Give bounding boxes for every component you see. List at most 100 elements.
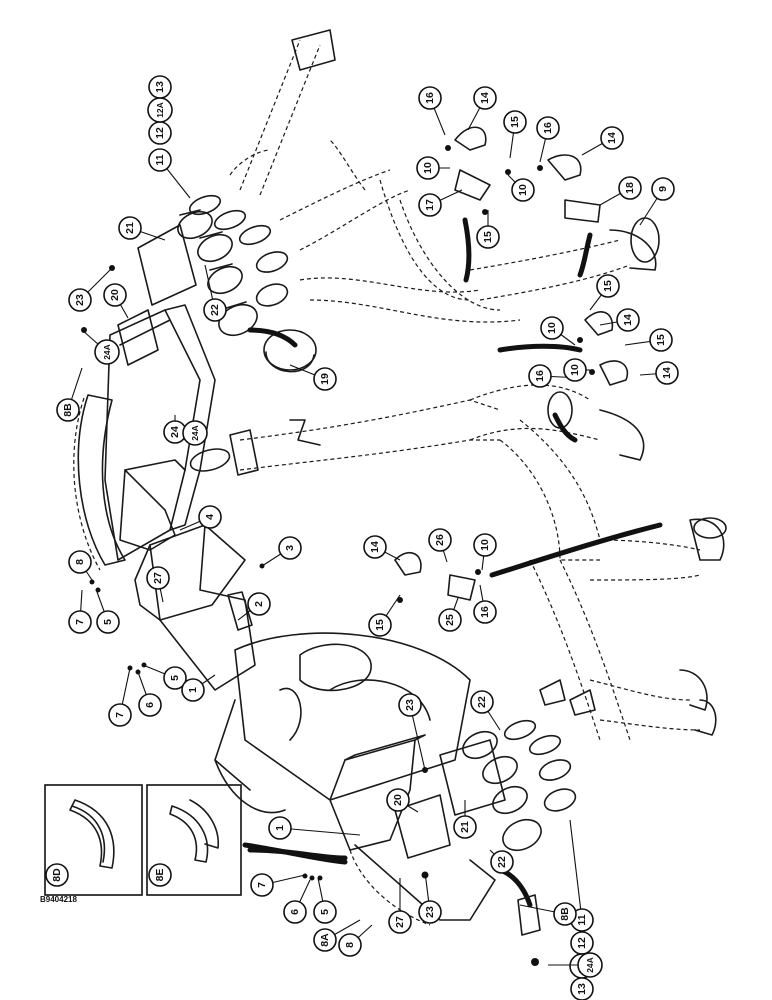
callout-label: 21 <box>459 821 471 833</box>
callout-c-7-bot: 7 <box>250 873 274 897</box>
callout-label: 2 <box>253 601 265 607</box>
callout-circle <box>511 178 535 202</box>
callout-c-3: 3 <box>278 536 302 560</box>
callout-label: 22 <box>476 696 488 708</box>
callout-c-15-tr3: 15 <box>476 225 500 249</box>
callout-label: 24A <box>190 425 200 441</box>
callout-circle <box>416 156 440 180</box>
callout-circle <box>596 274 620 298</box>
callout-label: 14 <box>369 541 381 553</box>
callout-label: 21 <box>124 222 136 234</box>
callout-circle <box>655 361 679 385</box>
callout-circle <box>278 536 302 560</box>
callout-circle <box>68 288 92 312</box>
callout-circle <box>68 550 92 574</box>
callout-circle <box>103 283 127 307</box>
callout-circle <box>473 533 497 557</box>
callout-c-9: 9 <box>651 177 675 201</box>
callout-c-10-r2: 10 <box>563 358 587 382</box>
callout-label: 10 <box>422 162 434 174</box>
callout-c-6-mid: 6 <box>138 693 162 717</box>
callout-circle <box>68 610 92 634</box>
callout-c-27-bot: 27 <box>388 910 412 934</box>
callout-label: 22 <box>209 304 221 316</box>
callout-label: 14 <box>661 367 673 379</box>
callout-circle <box>398 693 422 717</box>
callout-circle <box>618 176 642 200</box>
callout-circle <box>418 900 442 924</box>
callout-label: 10 <box>479 539 491 551</box>
callout-c-10-mid: 10 <box>473 533 497 557</box>
callout-label: 5 <box>102 619 114 625</box>
callout-c-22-bot2: 22 <box>490 850 514 874</box>
callout-circle <box>138 693 162 717</box>
callout-c-13-bot: 13 <box>570 977 594 1000</box>
callout-label: 8 <box>74 559 86 565</box>
callout-label: 10 <box>517 184 529 196</box>
callout-c-1-bot: 1 <box>268 816 292 840</box>
callout-circle <box>118 216 142 240</box>
callout-circle <box>386 788 410 812</box>
callout-circle <box>146 566 170 590</box>
callout-circle <box>203 298 227 322</box>
callout-label: 12 <box>576 937 588 949</box>
callout-c-24a-bot: 24A <box>577 952 603 978</box>
callout-label: 20 <box>109 289 121 301</box>
callout-circle <box>418 86 442 110</box>
callout-c-12-bot: 12 <box>570 931 594 955</box>
callout-circle <box>438 608 462 632</box>
callout-label: 11 <box>576 914 588 925</box>
callout-c-6-bot: 6 <box>283 900 307 924</box>
callout-label: 4 <box>204 514 216 520</box>
callout-label: 14 <box>622 314 634 326</box>
callout-c-24a-top: 24A <box>94 339 120 365</box>
callout-c-15-tr1: 15 <box>503 110 527 134</box>
callout-label: 27 <box>152 572 164 584</box>
callout-label: 19 <box>319 373 331 385</box>
callout-label: 25 <box>444 614 456 626</box>
callout-c-19: 19 <box>313 367 337 391</box>
callout-label: 8 <box>344 942 356 948</box>
callout-label: 15 <box>655 334 667 346</box>
callout-c-5-mid: 5 <box>163 666 187 690</box>
callout-label: 15 <box>374 619 386 631</box>
callout-circle <box>473 600 497 624</box>
callout-circle <box>490 850 514 874</box>
callout-c-23-bot: 23 <box>418 900 442 924</box>
callout-circle <box>96 610 120 634</box>
figure-id: B9404218 <box>40 895 77 904</box>
callout-label: 20 <box>392 794 404 806</box>
callout-label: 9 <box>657 186 669 192</box>
callout-c-14-tr1: 14 <box>473 86 497 110</box>
callout-label: 23 <box>74 294 86 306</box>
callout-circle <box>198 505 222 529</box>
callout-c-16-tr1: 16 <box>418 86 442 110</box>
callout-c-8d: 8D <box>45 863 69 887</box>
callout-circle <box>503 110 527 134</box>
callout-c-10-tr2: 10 <box>511 178 535 202</box>
callout-label: 8B <box>62 403 74 417</box>
callout-c-8a-bot: 8A <box>313 928 337 952</box>
callout-label: 26 <box>434 534 446 546</box>
callout-circle <box>577 952 603 978</box>
callout-circle <box>338 933 362 957</box>
callout-c-12a-top: 12A <box>147 97 173 123</box>
callout-label: 8A <box>319 933 331 947</box>
callout-c-24a-mid: 24A <box>182 420 208 446</box>
routing-arrows <box>242 217 663 908</box>
callout-c-8b-top: 8B <box>56 398 80 422</box>
callout-label: 15 <box>509 116 521 128</box>
callout-circle <box>148 863 172 887</box>
callout-circle <box>313 900 337 924</box>
callout-c-15-r1: 15 <box>596 274 620 298</box>
callout-c-18: 18 <box>618 176 642 200</box>
callout-c-23-mid: 23 <box>398 693 422 717</box>
callout-label: 5 <box>319 909 331 915</box>
callout-circle <box>250 873 274 897</box>
callout-circle <box>388 910 412 934</box>
callout-label: 15 <box>602 280 614 292</box>
callout-c-21-bot: 21 <box>453 815 477 839</box>
callout-label: 16 <box>424 92 436 104</box>
callout-label: 15 <box>482 231 494 243</box>
callout-circle <box>45 863 69 887</box>
